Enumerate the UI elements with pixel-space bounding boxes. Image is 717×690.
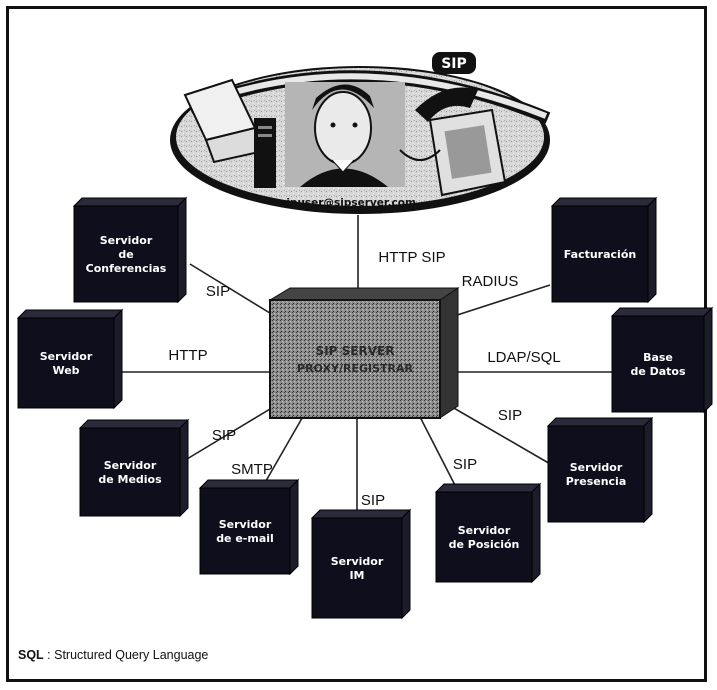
protocol-basedatos-label: LDAP/SQL (487, 349, 560, 366)
server-label-web-1: Servidor (40, 350, 93, 363)
server-label-presencia-1: Servidor (570, 461, 623, 474)
protocol-top-label: HTTP SIP (378, 249, 445, 266)
server-label-email-1: Servidor (219, 518, 272, 531)
server-label-medios-2: de Medios (98, 473, 162, 486)
line-presencia (439, 399, 553, 466)
protocol-posicion-label: SIP (453, 456, 477, 473)
footnote-term: SQL (18, 648, 44, 662)
user-portrait-icon (285, 82, 405, 187)
server-label-conferencias-2: de (118, 248, 133, 261)
sip-server-node: SIP SERVER PROXY/REGISTRAR (268, 287, 460, 419)
protocol-im-label: SIP (361, 492, 385, 509)
protocol-labels: HTTP SIP SIP HTTP SIP SMTP SIP SIP SIP L… (168, 249, 560, 509)
server-label-basedatos-1: Base (643, 351, 673, 364)
laptop-icon (183, 78, 270, 164)
sip-server-label-2: PROXY/REGISTRAR (297, 362, 413, 375)
line-medios (181, 399, 286, 463)
protocol-medios-label: SIP (212, 427, 236, 444)
footnote: SQL : Structured Query Language (18, 648, 208, 662)
server-label-email-2: de e-mail (216, 532, 274, 545)
sip-badge-label: SIP (441, 56, 467, 72)
server-label-posicion-2: de Posición (449, 538, 520, 551)
user-ellipse: SIP sipuser@sipserver.com (170, 52, 551, 214)
protocol-web-label: HTTP (168, 347, 207, 364)
server-label-conferencias-1: Servidor (100, 234, 153, 247)
protocol-email-label: SMTP (231, 461, 273, 478)
footnote-definition: : Structured Query Language (43, 648, 209, 662)
server-label-facturacion-1: Facturación (564, 248, 636, 261)
line-conferencias (189, 263, 279, 319)
server-label-im-2: IM (349, 569, 364, 582)
user-url-label: sipuser@sipserver.com (280, 197, 416, 209)
connector-lines (120, 215, 612, 525)
protocol-conferencias-label: SIP (206, 283, 230, 300)
server-box-facturacion: Facturación (550, 196, 658, 304)
computer-tower-icon (254, 118, 276, 188)
sip-server-label-1: SIP SERVER (316, 344, 395, 358)
server-label-conferencias-3: Conferencias (86, 262, 167, 275)
line-posicion (417, 412, 461, 496)
server-boxes: ServidordeConferenciasServidorWebServido… (16, 196, 714, 620)
phone-icon (399, 87, 507, 197)
server-label-presencia-2: Presencia (566, 475, 627, 488)
server-label-im-1: Servidor (331, 555, 384, 568)
protocol-facturacion-label: RADIUS (462, 273, 519, 290)
server-label-medios-1: Servidor (104, 459, 157, 472)
server-label-web-2: Web (52, 364, 79, 377)
server-label-basedatos-2: de Datos (630, 365, 686, 378)
sip-badge: SIP (432, 52, 476, 74)
server-label-posicion-1: Servidor (458, 524, 511, 537)
protocol-presencia-label: SIP (498, 407, 522, 424)
line-facturacion (447, 284, 551, 319)
